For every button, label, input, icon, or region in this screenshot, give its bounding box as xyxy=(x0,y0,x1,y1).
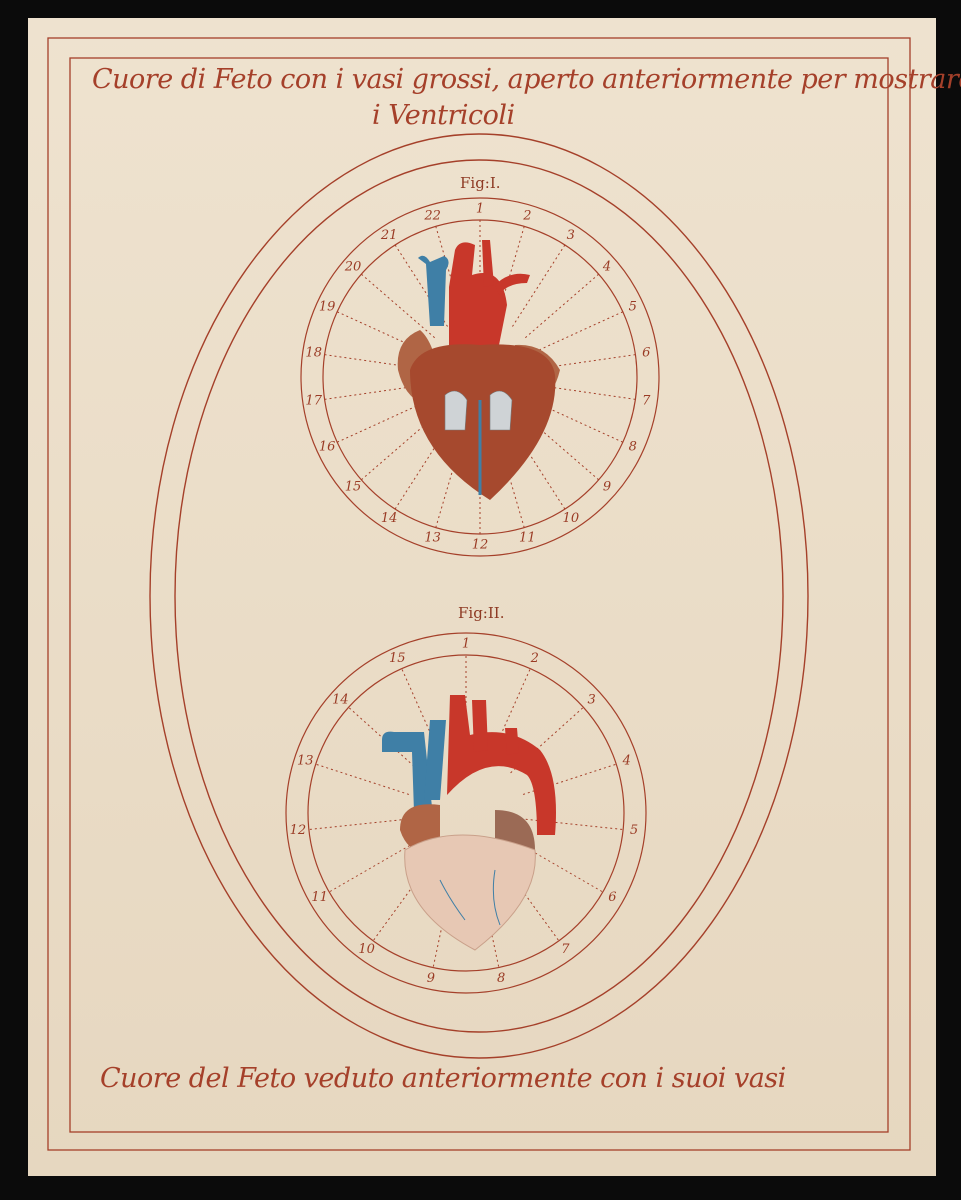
outer-oval xyxy=(149,133,809,1059)
dial-ray xyxy=(315,763,410,795)
heart-opened-illustration xyxy=(397,240,560,500)
dial-number: 12 xyxy=(472,538,489,553)
dial-number: 6 xyxy=(642,346,650,361)
heart-exterior-illustration xyxy=(382,695,556,951)
dial-number: 19 xyxy=(319,300,336,315)
dial-ray xyxy=(539,385,636,400)
title-line-1: Cuore di Feto con i vasi grossi, aperto … xyxy=(92,64,961,95)
dial-number: 7 xyxy=(561,942,570,957)
dial-ray xyxy=(512,244,566,327)
outer-border xyxy=(47,37,911,1151)
manuscript-sheet xyxy=(28,18,936,1176)
dial-number: 11 xyxy=(311,890,328,905)
dial-number: 20 xyxy=(344,259,362,274)
dial-ray xyxy=(361,273,435,339)
dial-ray xyxy=(348,706,422,774)
dial-number: 18 xyxy=(305,346,322,361)
dial-number: 2 xyxy=(522,208,531,223)
dial-number: 4 xyxy=(622,753,631,768)
dial-number: 9 xyxy=(603,480,611,495)
figure-2-label: Fig:II. xyxy=(458,604,504,622)
dial-number: 6 xyxy=(608,890,616,905)
dial-number: 3 xyxy=(587,692,595,707)
dial-ray xyxy=(336,401,426,443)
dial-number: 4 xyxy=(602,259,611,274)
dial-number: 15 xyxy=(345,480,362,495)
dial-number: 16 xyxy=(319,439,336,454)
dial-number: 22 xyxy=(423,208,441,223)
dial-number: 7 xyxy=(642,393,651,408)
dial-number: 1 xyxy=(476,202,484,217)
dial-number: 10 xyxy=(563,511,580,526)
dial-number: 14 xyxy=(381,511,398,526)
inner-oval xyxy=(174,159,784,1033)
dial-number: 13 xyxy=(424,531,441,546)
dial-ray xyxy=(525,273,599,339)
dial-number: 21 xyxy=(380,228,398,243)
dial-number: 3 xyxy=(567,228,575,243)
dial-ray xyxy=(308,818,407,831)
dial-number: 5 xyxy=(629,300,637,315)
dial-number: 14 xyxy=(332,692,349,707)
figure-1-label: Fig:I. xyxy=(460,174,501,192)
dial-number: 15 xyxy=(389,651,406,666)
dial-number: 11 xyxy=(519,531,536,546)
dial-number: 10 xyxy=(358,942,375,957)
bottom-caption: Cuore del Feto veduto anteriormente con … xyxy=(100,1063,786,1094)
dial-ray xyxy=(324,385,421,400)
dial-number: 2 xyxy=(530,651,539,666)
dial-ray xyxy=(534,311,624,353)
dial-number: 1 xyxy=(462,637,470,652)
dial-number: 8 xyxy=(497,971,505,986)
dial-number: 5 xyxy=(630,823,638,838)
dial-number: 13 xyxy=(297,753,314,768)
inner-border xyxy=(69,57,889,1133)
title-line-2: i Ventricoli xyxy=(372,100,515,131)
dial-number: 9 xyxy=(427,971,435,986)
dial-ray xyxy=(328,842,415,893)
dial-number: 17 xyxy=(305,393,322,408)
dial-number: 12 xyxy=(290,823,307,838)
dial-number: 8 xyxy=(629,439,637,454)
